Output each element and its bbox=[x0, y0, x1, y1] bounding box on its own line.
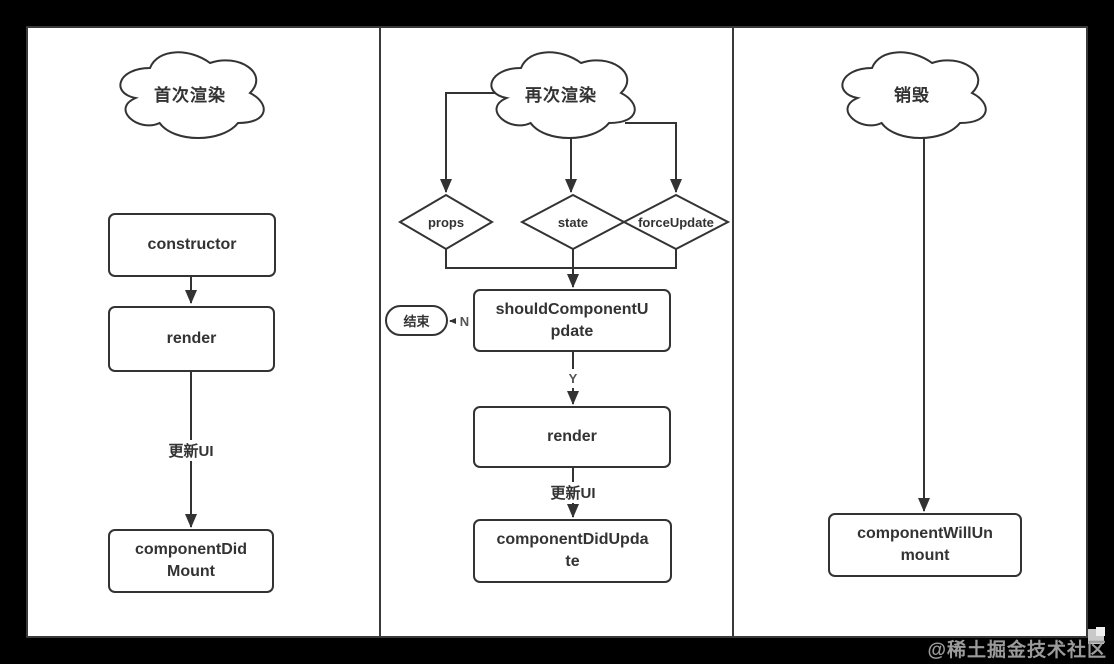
cloud-shape-destroy bbox=[841, 51, 987, 139]
cloud-shape-first-render bbox=[119, 51, 265, 139]
edge-label-update-ui-mount: 更新UI bbox=[153, 440, 229, 461]
watermark-accent-bright-block bbox=[1096, 627, 1105, 636]
diamond-state-shape bbox=[519, 193, 627, 251]
edge-label-no: N bbox=[456, 311, 473, 331]
diamond-forceupdate-shape bbox=[621, 193, 731, 251]
edge-cloud-to-props bbox=[440, 92, 505, 193]
panel-divider-2 bbox=[732, 26, 734, 638]
cloud-shape-re-render bbox=[490, 51, 636, 139]
node-componentdidupdate: componentDidUpdate bbox=[473, 519, 672, 583]
node-shouldcomponentupdate: shouldComponentUpdate bbox=[473, 289, 671, 352]
node-render-update: render bbox=[473, 406, 671, 468]
node-render-mount: render bbox=[108, 306, 275, 372]
edge-label-update-ui-update: 更新UI bbox=[535, 482, 611, 503]
panel-divider-1 bbox=[379, 26, 381, 638]
edge-merge-line bbox=[445, 249, 677, 269]
end-pill-shape bbox=[385, 305, 448, 336]
node-componentwillunmount: componentWillUnmount bbox=[828, 513, 1022, 577]
watermark: @稀土掘金技术社区 bbox=[927, 640, 1107, 661]
diamond-props-shape bbox=[398, 193, 494, 251]
edge-label-yes: Y bbox=[564, 369, 582, 388]
edge-cloud-to-forceupdate bbox=[625, 122, 682, 193]
node-constructor: constructor bbox=[108, 213, 276, 277]
node-componentdidmount: componentDidMount bbox=[108, 529, 274, 593]
